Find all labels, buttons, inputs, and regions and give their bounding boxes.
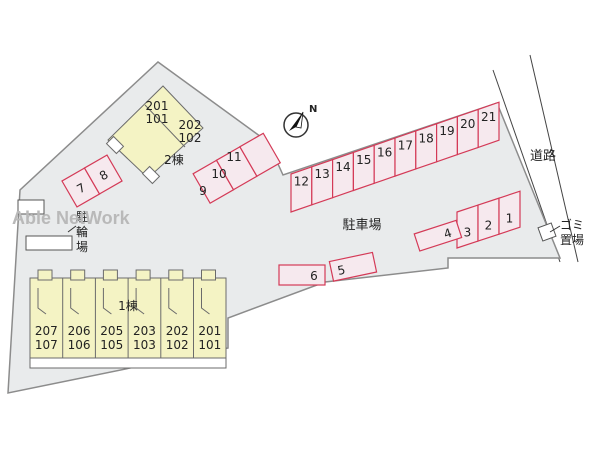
parking-number-19: 19 bbox=[439, 124, 454, 138]
building-1-unit-upper: 202 bbox=[166, 324, 189, 338]
parking-number-10: 10 bbox=[211, 167, 226, 181]
parking-group-left: 7 8 bbox=[61, 154, 123, 208]
garbage-leader bbox=[549, 225, 561, 233]
parking-number-20: 20 bbox=[460, 117, 475, 131]
bicycle-label-line1: 駐 bbox=[76, 209, 88, 224]
parking-space-6-box bbox=[278, 264, 326, 286]
bicycle-parking: 駐 輪 場 bbox=[17, 199, 88, 254]
parking-number-4: 4 bbox=[442, 226, 454, 242]
road-label: 道路 bbox=[530, 148, 556, 164]
building-2: 201 101 202 102 2棟 bbox=[105, 85, 204, 185]
parking-number-9: 9 bbox=[199, 184, 207, 198]
building-2-entrance bbox=[141, 165, 161, 185]
building-1-stair-line bbox=[70, 288, 79, 315]
building-1-unit-lower: 105 bbox=[100, 338, 123, 352]
parking-lot-label: 駐車場 bbox=[342, 218, 381, 233]
building-1-stair-line bbox=[102, 288, 112, 315]
parking-number-14: 14 bbox=[335, 160, 350, 174]
bicycle-label-line3: 場 bbox=[76, 240, 88, 254]
building-1-unit-upper: 203 bbox=[133, 324, 156, 338]
bicycle-rack-1 bbox=[17, 199, 45, 215]
north-arrow-icon: N bbox=[283, 104, 317, 138]
building-2-unit-upper: 201 bbox=[146, 99, 169, 113]
bicycle-rack-2 bbox=[25, 235, 73, 251]
building-2-label: 2棟 bbox=[164, 152, 184, 167]
road-edge-left bbox=[529, 54, 579, 263]
garbage-label-line2: 置場 bbox=[560, 233, 584, 247]
parking-number-6: 6 bbox=[310, 269, 318, 283]
bicycle-label-line2: 輪 bbox=[76, 224, 88, 239]
parking-space-5: 5 bbox=[328, 251, 378, 282]
garbage-area: ゴミ 置場 bbox=[537, 217, 584, 247]
building-2-outline bbox=[107, 85, 204, 179]
parking-space-8 bbox=[83, 154, 123, 195]
building-2-entrance bbox=[105, 135, 125, 155]
parking-number-5: 5 bbox=[336, 263, 346, 278]
building-1-unit-upper: 207 bbox=[35, 324, 58, 338]
building-1-veranda bbox=[29, 357, 227, 369]
building-1-unit-lower: 107 bbox=[35, 338, 58, 352]
parking-space-4-box bbox=[413, 219, 463, 252]
building-1-label: 1棟 bbox=[118, 298, 138, 313]
building-1-stair bbox=[37, 269, 53, 281]
building-1-unit-upper: 201 bbox=[198, 324, 221, 338]
building-1-unit-lower: 101 bbox=[198, 338, 221, 352]
bicycle-leader bbox=[67, 225, 77, 233]
building-1-stair bbox=[201, 269, 216, 281]
building-1-stair bbox=[102, 269, 118, 281]
building-1-stair-line bbox=[201, 288, 210, 315]
building-2-unit-lower: 101 bbox=[146, 112, 169, 126]
building-1-unit-lower: 106 bbox=[68, 338, 91, 352]
building-1-stair-line bbox=[135, 288, 145, 315]
parking-group-middle bbox=[192, 132, 282, 205]
parking-number-2: 2 bbox=[485, 219, 493, 233]
parking-space-1 bbox=[498, 190, 521, 235]
garbage-label-line1: ゴミ bbox=[560, 217, 584, 232]
north-label: N bbox=[309, 104, 317, 115]
parking-number-12: 12 bbox=[294, 174, 309, 188]
parking-number-15: 15 bbox=[356, 153, 371, 167]
building-1-stair bbox=[168, 269, 184, 281]
parking-space-5-box bbox=[328, 251, 378, 282]
parking-space-11 bbox=[239, 132, 282, 178]
parking-space-4: 4 bbox=[413, 219, 463, 252]
parking-number-1: 1 bbox=[506, 212, 514, 226]
parking-number-13: 13 bbox=[315, 167, 330, 181]
parking-number-21: 21 bbox=[481, 110, 496, 124]
building-1-stair bbox=[70, 269, 86, 281]
parking-number-17: 17 bbox=[398, 139, 413, 153]
building-2-unit-divider bbox=[144, 104, 186, 148]
building-2-unit-upper: 202 bbox=[179, 118, 202, 132]
building-1-unit-lower: 103 bbox=[133, 338, 156, 352]
parking-space-6: 6 bbox=[278, 264, 326, 286]
building-1-unit-upper: 206 bbox=[68, 324, 91, 338]
building-1-stair-line bbox=[168, 288, 178, 315]
parking-number-16: 16 bbox=[377, 146, 392, 160]
building-1-stair-line bbox=[37, 288, 47, 315]
parking-number-11: 11 bbox=[226, 150, 241, 164]
parking-number-3: 3 bbox=[464, 226, 472, 240]
building-1-stair bbox=[135, 269, 151, 281]
building-1-unit-upper: 205 bbox=[100, 324, 123, 338]
parking-row-top: 12 13 14 15 16 17 18 19 20 21 bbox=[290, 101, 500, 213]
parking-number-18: 18 bbox=[419, 131, 434, 145]
parking-space-21 bbox=[477, 101, 500, 149]
watermark: Able NetWork bbox=[12, 208, 131, 228]
building-2-unit-lower: 102 bbox=[179, 131, 202, 145]
building-1-unit-lower: 102 bbox=[166, 338, 189, 352]
